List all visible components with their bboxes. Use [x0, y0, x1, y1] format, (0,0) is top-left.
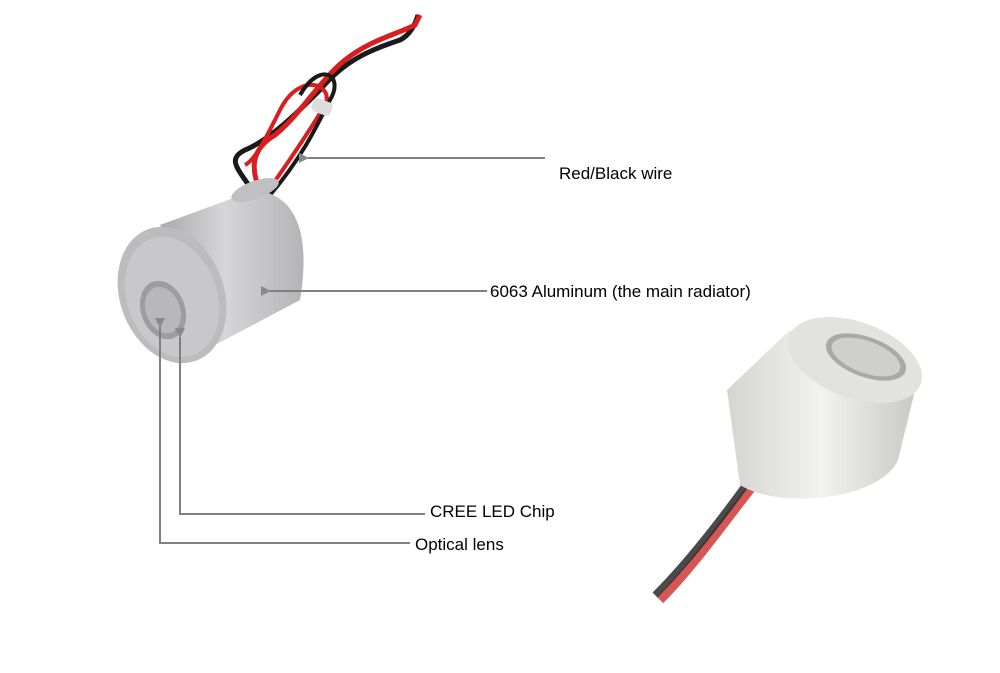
led-housing-upright — [652, 317, 923, 604]
chip-leader-line — [175, 328, 425, 515]
wire-bundle — [232, 13, 423, 197]
lens-label: Optical lens — [415, 535, 504, 554]
aluminum-label: 6063 Aluminum (the main radiator) — [490, 282, 751, 301]
chip-label: CREE LED Chip — [430, 502, 555, 521]
led-housing-angled — [117, 177, 304, 364]
lens-leader-line — [155, 318, 410, 544]
wire-label: Red/Black wire — [559, 164, 673, 183]
